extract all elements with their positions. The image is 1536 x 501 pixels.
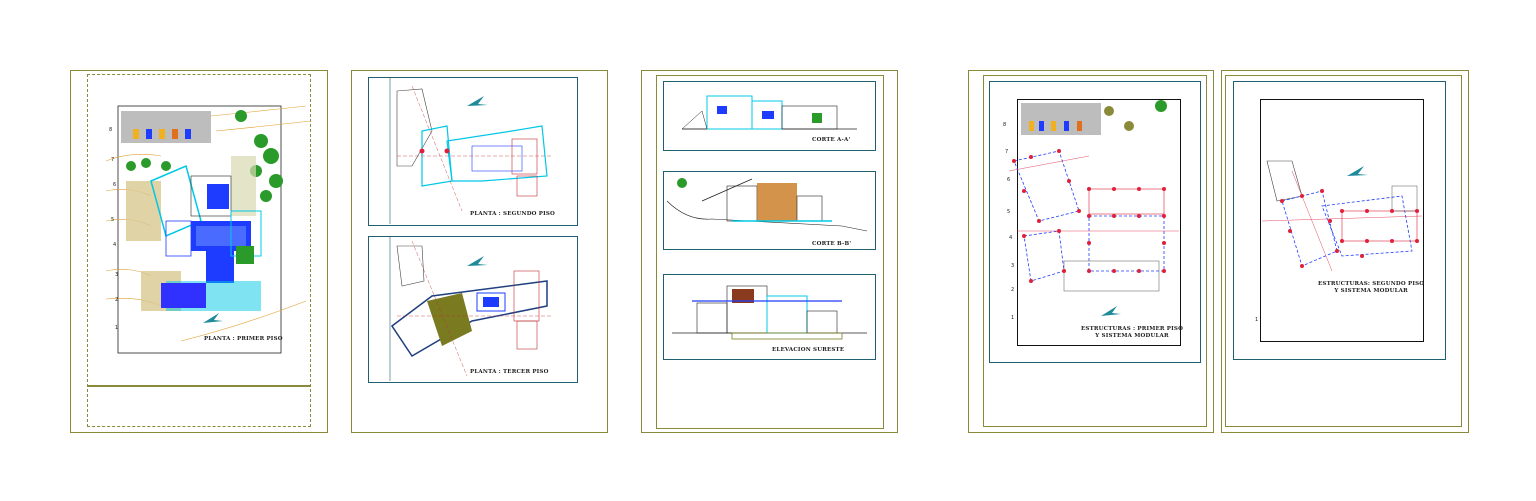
structure-second-frame [1233,81,1446,360]
svg-text:8: 8 [1003,122,1006,128]
svg-text:6: 6 [113,182,116,188]
svg-text:3: 3 [115,272,118,278]
svg-text:2: 2 [115,297,118,303]
sheet-inner-frame [87,74,311,427]
svg-text:8: 8 [109,127,112,133]
structure-second-label-line2: Y SISTEMA MODULAR [1334,288,1408,294]
sheet-inner-frame [1225,75,1462,427]
second-floor-frame [368,77,578,226]
section-a-label: CORTE A-A' [812,137,851,143]
first-floor-drawing: 8 7 6 5 4 3 2 1 [105,105,312,354]
svg-text:4: 4 [1009,235,1012,241]
svg-text:4: 4 [113,242,116,248]
section-b-label: CORTE B-B' [812,241,852,247]
structure-second-plan-border [1260,99,1424,342]
structure-second-label: ESTRUCTURAS: SEGUNDO PISO Y SISTEMA MODU… [1318,281,1424,295]
sheet-inner-frame [983,75,1207,427]
upper-floor-drawing [389,77,552,381]
svg-text:2: 2 [1011,287,1014,293]
structure-first-label-line2: Y SISTEMA MODULAR [1095,333,1169,339]
structure-first-drawing: 8 7 6 5 4 3 2 1 [1003,100,1179,321]
sheet-first-floor-plan[interactable]: 8 7 6 5 4 3 2 1 PLANTA : PRIMER PISO [70,70,328,433]
third-floor-plan-label: PLANTA : TERCER PISO [470,369,549,375]
sheet-upper-floor-plans[interactable]: PLANTA : SEGUNDO PISO PLANTA : TERCER PI… [351,70,608,433]
sections-drawing [666,95,868,340]
second-floor-plan-label: PLANTA : SEGUNDO PISO [470,211,556,217]
svg-text:1: 1 [115,325,118,331]
structure-second-drawing: 1 [1255,160,1423,323]
svg-text:7: 7 [1005,149,1008,155]
sheet-structure-first-floor[interactable]: 8 7 6 5 4 3 2 1 ESTRUCTURAS : PRIMER PISO Y S… [968,70,1214,433]
first-floor-plan-label: PLANTA : PRIMER PISO [204,336,283,342]
sheet-inner-frame [656,75,884,429]
svg-text:5: 5 [111,217,114,223]
structure-first-label-line1: ESTRUCTURAS : PRIMER PISO [1081,326,1184,332]
third-floor-frame [368,236,578,383]
svg-text:3: 3 [1011,263,1014,269]
structure-first-label: ESTRUCTURAS : PRIMER PISO Y SISTEMA MODU… [1081,326,1183,340]
svg-text:7: 7 [111,157,114,163]
sheet-sections-elevation[interactable]: CORTE A-A' CORTE B-B' ELEVACION SURESTE [641,70,898,433]
svg-text:1: 1 [1255,317,1258,323]
title-block-line [87,385,311,387]
svg-text:5: 5 [1007,209,1010,215]
elevation-label: ELEVACION SURESTE [772,347,845,353]
svg-text:6: 6 [1007,177,1010,183]
svg-text:1: 1 [1011,315,1014,321]
sheet-structure-second-floor[interactable]: 1 ESTRUCTURAS: SEGUNDO PISO Y SISTEMA MO… [1221,70,1469,433]
structure-second-label-line1: ESTRUCTURAS: SEGUNDO PISO [1318,281,1425,287]
elevation-frame [663,274,876,360]
structure-first-plan-border [1017,99,1181,346]
